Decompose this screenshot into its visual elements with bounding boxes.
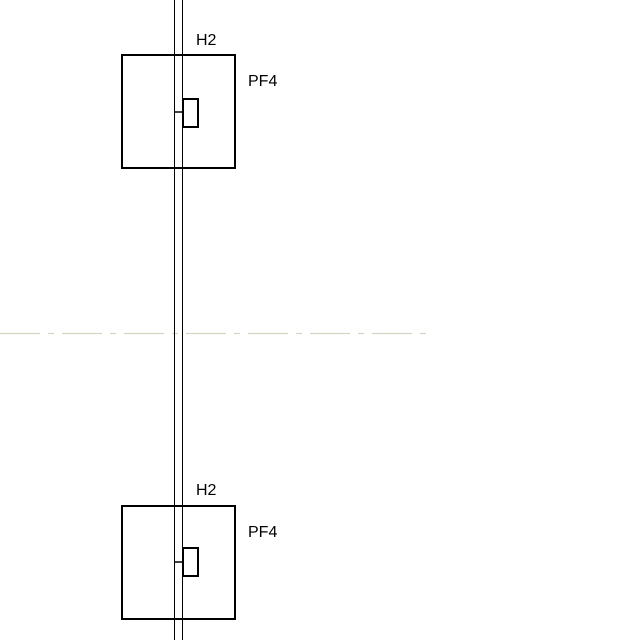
footing-outline — [121, 505, 236, 620]
footing-top: H2 PF4 — [121, 32, 277, 169]
footing-tag-label: PF4 — [248, 524, 277, 541]
column-marker — [182, 547, 199, 577]
column-tag-label: H2 — [196, 482, 217, 499]
column-marker — [182, 98, 199, 128]
footing-bottom: H2 PF4 — [121, 482, 277, 620]
column-tag-label: H2 — [196, 32, 217, 49]
footing-outline — [121, 54, 236, 169]
footing-tag-label: PF4 — [248, 73, 277, 90]
